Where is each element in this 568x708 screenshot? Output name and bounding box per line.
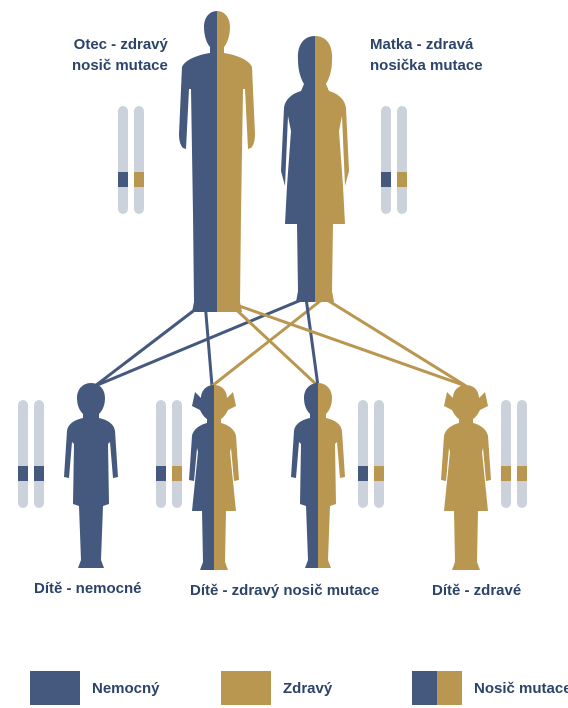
father-label-line1: Otec - zdravý [72, 34, 168, 55]
mother-label-line2: nosička mutace [370, 55, 483, 76]
legend-label-healthy: Zdravý [283, 680, 332, 697]
child-affected-chromosomes [18, 400, 44, 508]
legend-item-healthy: Zdravý [221, 671, 332, 705]
mother-label: Matka - zdravá nosička mutace [370, 34, 483, 76]
father-label: Otec - zdravý nosič mutace [72, 34, 168, 76]
inheritance-lines [95, 298, 466, 386]
child-healthy-figure [441, 385, 491, 570]
child-boy-carrier-chromosomes [358, 400, 384, 508]
child-girl-carrier-figure [189, 385, 239, 570]
legend-label-carrier: Nosič mutace [474, 680, 568, 697]
legend-label-affected: Nemocný [92, 680, 160, 697]
line-father-to-affected [95, 302, 205, 386]
mother-chromosomes [381, 106, 407, 214]
child-affected-label: Dítě - nemocné [34, 578, 142, 599]
child-girl-carrier-chromosomes [156, 400, 182, 508]
child-carrier-label: Dítě - zdravý nosič mutace [190, 580, 379, 601]
father-chromosomes [118, 106, 144, 214]
child-affected-figure [64, 383, 118, 568]
child-healthy-chromosomes [501, 400, 527, 508]
legend-swatch-healthy [221, 671, 271, 705]
legend-item-affected: Nemocný [30, 671, 160, 705]
legend-swatch-carrier [412, 671, 462, 705]
father-label-line2: nosič mutace [72, 55, 168, 76]
legend-swatch-affected [30, 671, 80, 705]
legend-item-carrier: Nosič mutace [412, 671, 568, 705]
mother-figure [281, 36, 349, 302]
mother-label-line1: Matka - zdravá [370, 34, 483, 55]
child-boy-carrier-figure [291, 383, 345, 568]
father-figure [179, 11, 255, 312]
line-father-to-girl-carrier [205, 302, 212, 386]
child-healthy-label: Dítě - zdravé [432, 580, 521, 601]
line-mother-to-boy-carrier [306, 298, 318, 386]
